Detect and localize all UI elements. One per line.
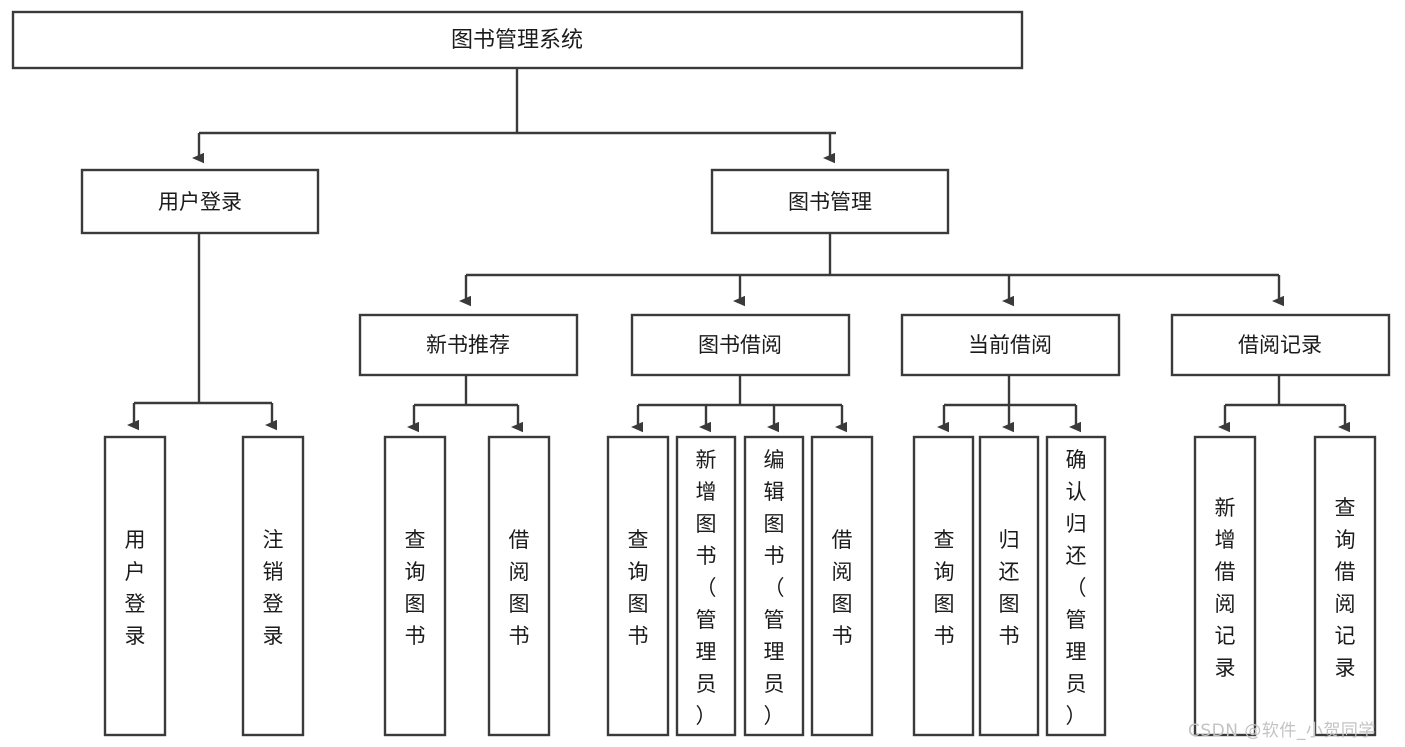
- leaf-borrow-record-0[interactable]: 新增借阅记录: [1193, 435, 1257, 737]
- node-borrow-record-label: 借阅记录: [1238, 333, 1322, 357]
- node-root-system[interactable]: 图书管理系统: [11, 10, 1024, 70]
- leaf-borrow-record-0-label: 新增借阅记录: [1215, 496, 1236, 680]
- leaf-current-borrow-2[interactable]: 确认归还（管理员）: [1045, 435, 1107, 737]
- leaf-book-borrow-1[interactable]: 新增图书（管理员）: [675, 435, 737, 737]
- node-book-management[interactable]: 图书管理: [710, 168, 950, 235]
- csdn-watermark: CSDN @软件_小贺同学: [1188, 721, 1376, 741]
- node-book-management-label: 图书管理: [788, 190, 872, 214]
- leaf-user-login-0-label: 用户登录: [125, 528, 146, 648]
- node-current-borrow-label: 当前借阅: [968, 333, 1052, 357]
- leaf-current-borrow-1[interactable]: 归还图书: [978, 435, 1040, 737]
- leaf-new-book-0-label: 查询图书: [405, 528, 426, 648]
- leaf-book-borrow-3-label: 借阅图书: [832, 528, 853, 648]
- node-book-borrow-label: 图书借阅: [698, 333, 782, 357]
- leaf-new-book-0[interactable]: 查询图书: [383, 435, 447, 737]
- connector-new-book-to-leaves: [407, 375, 523, 433]
- leaf-book-borrow-3[interactable]: 借阅图书: [810, 435, 874, 737]
- leaf-user-login-1-label: 注销登录: [263, 528, 284, 648]
- leaf-book-borrow-2-label: 编辑图书（管理员）: [764, 448, 785, 728]
- leaf-new-book-1-label: 借阅图书: [509, 528, 530, 648]
- node-user-login[interactable]: 用户登录: [80, 168, 320, 235]
- leaf-current-borrow-1-label: 归还图书: [999, 528, 1020, 648]
- leaf-borrow-record-1-label: 查询借阅记录: [1335, 496, 1356, 680]
- leaf-current-borrow-0[interactable]: 查询图书: [912, 435, 975, 737]
- node-new-book-recommend-label: 新书推荐: [426, 333, 510, 357]
- leaf-user-login-1[interactable]: 注销登录: [241, 435, 305, 737]
- connector-borrow-record-to-leaves: [1218, 375, 1350, 433]
- node-book-borrow[interactable]: 图书借阅: [630, 313, 851, 377]
- leaf-book-borrow-2[interactable]: 编辑图书（管理员）: [743, 435, 805, 737]
- connector-book-borrow-to-leaves: [631, 375, 847, 433]
- leaf-book-borrow-1-label: 新增图书（管理员）: [696, 448, 717, 728]
- leaf-borrow-record-1[interactable]: 查询借阅记录: [1313, 435, 1377, 737]
- node-root-label: 图书管理系统: [451, 28, 583, 53]
- node-new-book-recommend[interactable]: 新书推荐: [358, 313, 579, 377]
- node-borrow-record[interactable]: 借阅记录: [1170, 313, 1391, 377]
- node-current-borrow[interactable]: 当前借阅: [900, 313, 1121, 377]
- connector-book-manage-to-level3: [459, 233, 1284, 307]
- connector-root-to-level2: [192, 68, 836, 164]
- connector-current-borrow-to-leaves: [937, 375, 1081, 433]
- node-user-login-label: 用户登录: [158, 190, 242, 214]
- leaf-new-book-1[interactable]: 借阅图书: [487, 435, 551, 737]
- leaf-user-login-0[interactable]: 用户登录: [103, 435, 167, 737]
- leaf-current-borrow-2-label: 确认归还（管理员）: [1066, 448, 1087, 728]
- leaf-book-borrow-0-label: 查询图书: [628, 528, 649, 648]
- leaf-book-borrow-0[interactable]: 查询图书: [606, 435, 670, 737]
- connector-user-login-to-leaves: [127, 233, 277, 431]
- leaf-current-borrow-0-label: 查询图书: [934, 528, 955, 648]
